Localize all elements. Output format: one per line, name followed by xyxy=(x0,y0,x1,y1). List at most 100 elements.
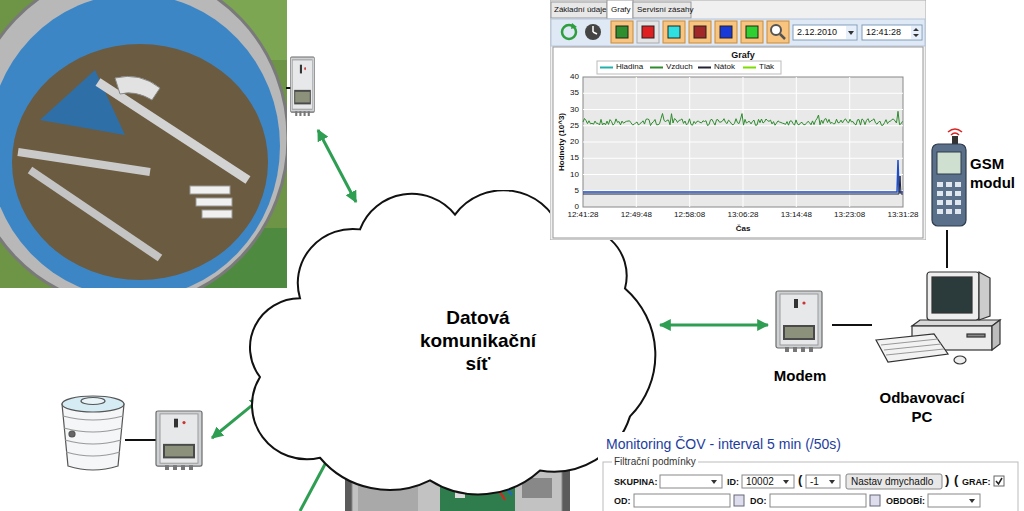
drawing-rect xyxy=(946,182,952,187)
drawing-circle xyxy=(585,24,601,40)
drawing-rect xyxy=(637,21,659,43)
drawing-line xyxy=(743,77,744,207)
ui-label: Nastav dmychadlo xyxy=(851,476,933,488)
drawing-rect xyxy=(862,25,922,40)
drawing-rect xyxy=(767,21,789,43)
ui-label: OBDOBÍ: xyxy=(886,496,925,506)
drawing-path xyxy=(115,76,160,100)
drawing-rect xyxy=(551,2,607,18)
drawing-rect xyxy=(597,61,781,74)
ui-label: 12:58:08 xyxy=(674,210,705,219)
drawing-rect xyxy=(583,77,903,207)
drawing-rect xyxy=(932,277,972,313)
drawing-rect xyxy=(937,152,961,174)
ui-label: 40 xyxy=(570,72,579,81)
ui-label: 12:41:28 xyxy=(866,27,901,37)
ui-label: 35 xyxy=(570,89,579,98)
ui-label: 2.12.2010 xyxy=(797,27,837,37)
drawing-line xyxy=(600,67,613,69)
ui-label: SKUPINA: xyxy=(614,477,658,487)
drawing-rect xyxy=(932,144,966,226)
drawing-rect xyxy=(967,334,985,337)
drawing-rect xyxy=(955,200,961,205)
drawing-rect xyxy=(603,462,1018,511)
drawing-rect xyxy=(598,432,1024,511)
ui-label: 13:31:28 xyxy=(887,210,918,219)
drawing-rect xyxy=(746,26,758,38)
drawing-path xyxy=(62,404,124,470)
drawing-rect xyxy=(955,191,961,196)
drawing-rect xyxy=(734,495,744,506)
ui-label: 15 xyxy=(570,154,579,163)
drawing-ellipse xyxy=(62,396,124,412)
ui-label: ( xyxy=(798,473,802,488)
drawing-rect xyxy=(634,494,730,507)
ui-label: Grafy xyxy=(731,50,755,60)
ui-label: -1 xyxy=(810,476,819,488)
drawing-rect xyxy=(937,182,943,187)
drawing-path xyxy=(571,23,577,29)
drawing-rect xyxy=(196,198,232,206)
plastic-tank-icon xyxy=(62,396,124,470)
drawing-line xyxy=(650,67,663,69)
ui-label: Čas xyxy=(736,224,751,233)
ui-label: GRAF: xyxy=(962,477,991,487)
ui-label: 5 xyxy=(575,186,579,195)
drawing-path xyxy=(40,70,125,135)
drawing-ellipse xyxy=(0,0,287,288)
drawing-rect xyxy=(607,0,633,19)
ui-label: 30 xyxy=(570,105,579,114)
drawing-rect xyxy=(937,200,943,205)
drawing-rect xyxy=(742,475,794,488)
drawing-circle xyxy=(69,431,75,437)
modem-cabinet xyxy=(775,290,823,352)
drawing-g xyxy=(937,182,961,214)
drawing-line xyxy=(796,77,797,207)
drawing-line xyxy=(849,77,850,207)
ui-label: 10002 xyxy=(746,476,774,488)
drawing-path xyxy=(583,111,903,125)
drawing-path xyxy=(63,416,123,456)
ui-label: OD: xyxy=(614,496,631,506)
drawing-rect xyxy=(946,209,952,214)
drawing-rect xyxy=(955,182,961,187)
phone-icon xyxy=(928,126,968,230)
ui-label: 13:14:48 xyxy=(781,210,812,219)
node-label: Datová komunikační síť xyxy=(408,306,548,375)
drawing-ellipse xyxy=(81,398,105,405)
drawing-path xyxy=(979,272,990,320)
drawing-rect xyxy=(955,209,961,214)
ui-label: Servisní zásahy xyxy=(637,5,693,14)
drawing-rect xyxy=(202,210,232,218)
drawing-rect xyxy=(720,26,732,38)
drawing-use xyxy=(776,291,822,352)
drawing-path xyxy=(711,480,717,484)
node-label: Modem xyxy=(768,366,832,385)
ui-label: DO: xyxy=(750,496,767,506)
drawing-ellipse xyxy=(12,44,268,280)
ui-label: 13:23:08 xyxy=(834,210,865,219)
drawing-rect xyxy=(937,191,943,196)
drawing-rect xyxy=(793,25,857,40)
ui-label: ID: xyxy=(727,477,739,487)
ui-label: 13:06:28 xyxy=(727,210,758,219)
ui-label: 20 xyxy=(570,137,579,146)
node-label: GSM modul xyxy=(970,154,1020,192)
drawing-path xyxy=(583,176,903,194)
drawing-line xyxy=(689,77,690,207)
drawing-rect xyxy=(694,26,706,38)
drawing-rect xyxy=(927,272,979,320)
drawing-path xyxy=(829,480,835,484)
drawing-line xyxy=(318,130,356,202)
device-cabinet xyxy=(156,411,202,470)
drawing-rect xyxy=(937,209,943,214)
ui-label: Grafy xyxy=(611,5,631,14)
drawing-path xyxy=(583,160,903,192)
drawing-rect xyxy=(550,0,926,240)
ui-label: Základní údaje xyxy=(554,5,606,14)
device-cabinet xyxy=(291,57,315,116)
drawing-ellipse xyxy=(954,356,966,364)
drawing-rect xyxy=(715,21,737,43)
drawing-rect xyxy=(846,474,942,489)
drawing-rect xyxy=(553,47,923,238)
